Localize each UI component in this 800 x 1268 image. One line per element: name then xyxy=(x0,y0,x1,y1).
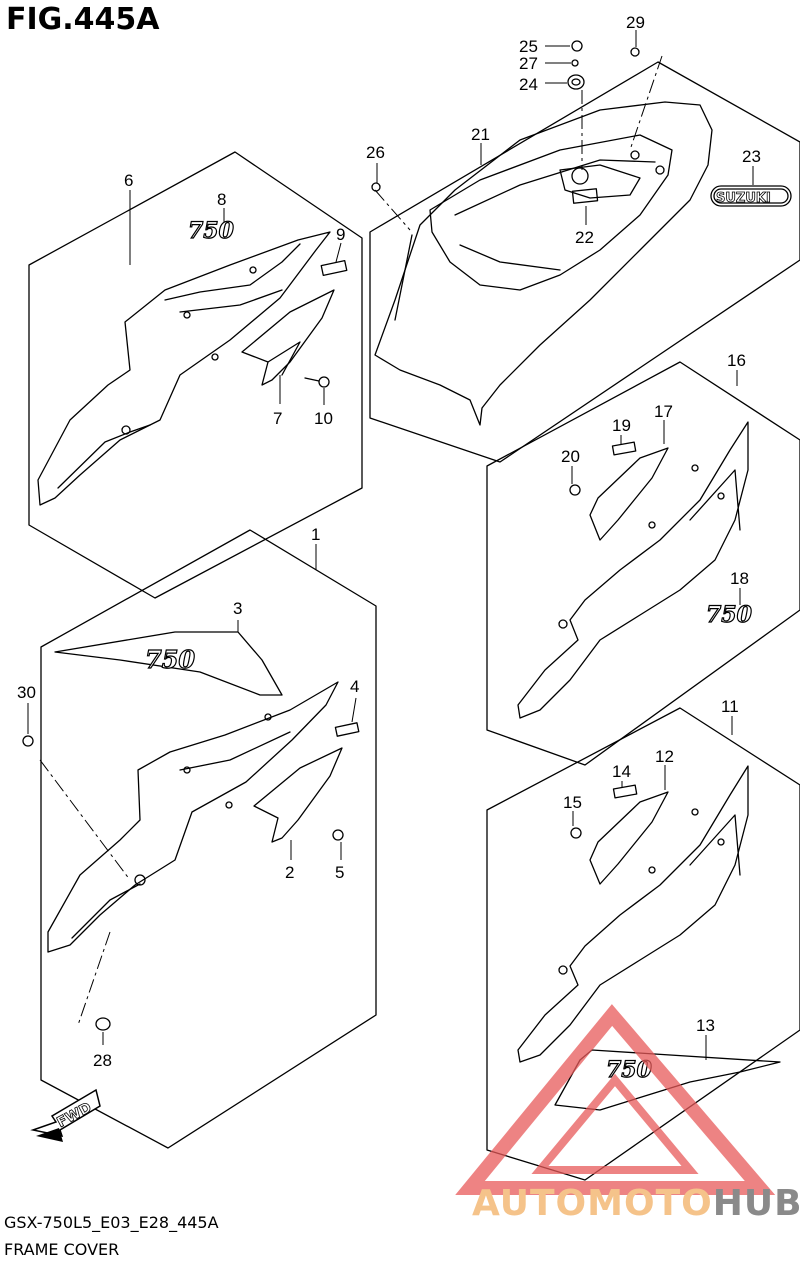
grommet-24 xyxy=(567,74,585,90)
callout-7: 7 xyxy=(273,409,282,428)
decal-9 xyxy=(320,259,348,277)
group-box-1 xyxy=(40,529,377,1149)
inner-panel-17 xyxy=(589,447,669,541)
inner-panel-7 xyxy=(241,289,335,386)
inner-panel-12 xyxy=(589,791,669,885)
emblem-750-8: 750 xyxy=(188,218,235,244)
callout-11: 11 xyxy=(721,697,739,716)
watermark-part2: HUB xyxy=(712,1183,800,1224)
decal-4 xyxy=(334,722,360,737)
left-frame-cover-16 xyxy=(517,421,749,719)
callout-12: 12 xyxy=(655,747,674,766)
callout-13: 13 xyxy=(696,1016,715,1035)
screw-20 xyxy=(569,484,581,496)
model-code: GSX-750L5_E03_E28_445A xyxy=(4,1213,219,1232)
callout-27: 27 xyxy=(519,54,538,73)
callout-29: 29 xyxy=(626,13,645,32)
group-box-16 xyxy=(486,361,800,766)
screw-30 xyxy=(22,735,34,747)
callout-20: 20 xyxy=(561,447,580,466)
section-name: FRAME COVER xyxy=(4,1240,120,1259)
bolt-25 xyxy=(571,40,583,52)
watermark-logo-icon xyxy=(455,1004,776,1195)
callout-22: 22 xyxy=(575,228,594,247)
decal-19 xyxy=(611,441,637,456)
callout-24: 24 xyxy=(519,75,538,94)
tail-cowl-21 xyxy=(374,101,713,426)
decal-22 xyxy=(571,188,599,204)
callout-5: 5 xyxy=(335,863,344,882)
suzuki-badge-23 xyxy=(710,185,792,207)
watermark-part1: AUTOMOTO xyxy=(472,1183,713,1224)
left-frame-cover-11 xyxy=(517,765,749,1063)
screw-5 xyxy=(332,829,344,841)
leader-lines xyxy=(27,30,754,1060)
group-box-11 xyxy=(486,707,800,1181)
callout-14: 14 xyxy=(612,762,631,781)
callout-9: 9 xyxy=(336,225,345,244)
callout-16: 16 xyxy=(727,351,746,370)
decal-14 xyxy=(612,784,638,799)
callout-10: 10 xyxy=(314,409,333,428)
callout-26: 26 xyxy=(366,143,385,162)
callout-2: 2 xyxy=(285,863,294,882)
callout-18: 18 xyxy=(730,569,749,588)
callout-15: 15 xyxy=(563,793,582,812)
callout-28: 28 xyxy=(93,1051,112,1070)
figure-title: FIG.445A xyxy=(6,2,160,37)
callout-6: 6 xyxy=(124,171,133,190)
group-box-6 xyxy=(28,151,363,599)
left-frame-cover-upper xyxy=(37,231,331,506)
inner-panel-2 xyxy=(253,747,343,843)
callout-17: 17 xyxy=(654,402,673,421)
callout-30: 30 xyxy=(17,683,36,702)
callout-1: 1 xyxy=(311,525,320,544)
group-box-21 xyxy=(369,61,800,463)
washer-27 xyxy=(571,59,579,67)
callout-25: 25 xyxy=(519,37,538,56)
grommet-28 xyxy=(95,1017,111,1031)
left-frame-cover-1 xyxy=(47,681,339,953)
callout-21: 21 xyxy=(471,125,490,144)
callout-19: 19 xyxy=(612,416,631,435)
reference-lines xyxy=(39,55,663,1026)
screw-26 xyxy=(371,182,381,192)
fwd-arrow-icon: FWD xyxy=(30,1088,101,1142)
watermark-text: AUTOMOTOHUB xyxy=(472,1183,800,1224)
emblem-750-18: 750 xyxy=(706,602,753,628)
callout-numbers: 8 6 9 7 10 21 26 25 27 24 29 23 22 16 19… xyxy=(17,13,761,1070)
callout-4: 4 xyxy=(350,677,359,696)
emblem-750-3: 750 xyxy=(145,645,195,674)
decal-3 xyxy=(54,631,283,696)
screw-15 xyxy=(570,827,582,839)
callout-23: 23 xyxy=(742,147,761,166)
callout-8: 8 xyxy=(217,190,226,209)
screw-29 xyxy=(630,47,640,57)
screw-10 xyxy=(318,376,330,388)
callout-3: 3 xyxy=(233,599,242,618)
emblem-750-set: 750 750 750 750 xyxy=(144,217,753,1083)
suzuki-badge-text: SUZUKI xyxy=(716,191,771,206)
